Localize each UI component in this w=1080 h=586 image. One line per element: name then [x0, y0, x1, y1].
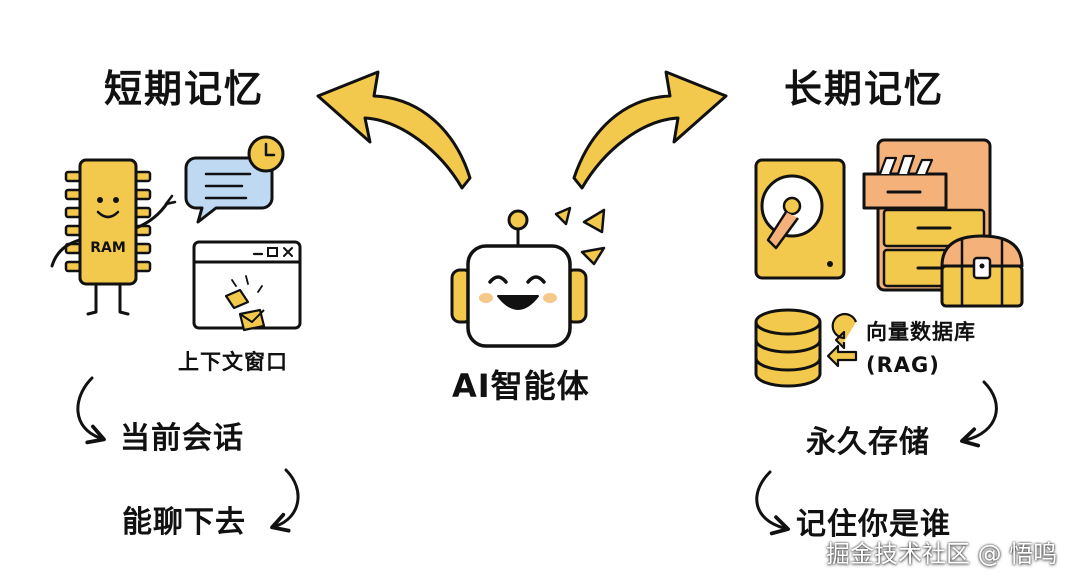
robot-icon: [450, 206, 606, 348]
ram-chip-icon: [50, 158, 177, 316]
short-term-step-1: 当前会话: [120, 421, 244, 456]
long-term-step-1: 永久存储: [806, 425, 930, 460]
center-label: AI智能体: [452, 367, 590, 405]
watermark: 掘金技术社区 @ 悟鸣: [826, 540, 1058, 568]
vector-db-label: 向量数据库: [866, 320, 976, 344]
long-term-title: 长期记忆: [784, 67, 945, 111]
flow-arrow-long-1-icon: [960, 380, 998, 448]
arrow-to-long-term-icon: [572, 70, 728, 190]
flow-arrow-short-2-icon: [270, 468, 300, 533]
short-term-title: 短期记忆: [104, 67, 265, 111]
ram-label: RAM: [90, 240, 126, 256]
hard-drive-icon: [754, 158, 846, 280]
long-term-step-2: 记住你是谁: [796, 507, 951, 542]
context-window-label: 上下文窗口: [178, 350, 288, 374]
arrow-to-short-term-icon: [316, 70, 472, 190]
treasure-chest-icon: [940, 234, 1024, 308]
flow-arrow-long-2-icon: [755, 470, 790, 536]
database-icon: [754, 308, 858, 388]
rag-label: (RAG): [866, 353, 940, 377]
chat-bubble-clock-icon: [184, 135, 285, 224]
filing-cabinet-icon: [862, 138, 992, 292]
context-window-icon: [192, 240, 302, 332]
short-term-step-2: 能聊下去: [122, 505, 246, 540]
flow-arrow-short-1-icon: [76, 376, 106, 445]
